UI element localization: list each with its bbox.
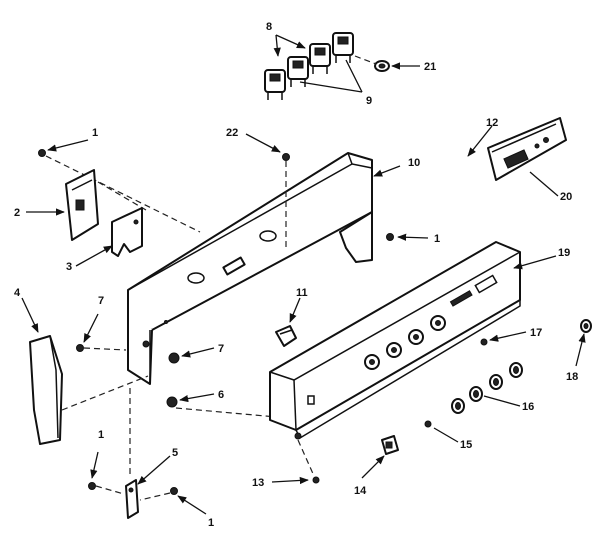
callout-16: 16 [522, 401, 534, 413]
screw-13 [294, 432, 320, 484]
knob-4 [509, 362, 523, 378]
callout-5: 5 [172, 447, 178, 459]
knob-1 [451, 398, 465, 414]
callout-1-top: 1 [92, 127, 98, 139]
callout-15: 15 [460, 439, 472, 451]
screw-7-left [76, 344, 127, 352]
callout-4: 4 [14, 287, 21, 299]
bracket-2 [65, 169, 99, 241]
callout-11: 11 [296, 287, 308, 299]
callout-7-left: 7 [98, 295, 104, 307]
switch-4 [332, 32, 354, 63]
callout-10: 10 [408, 157, 420, 169]
callout-13: 13 [252, 477, 264, 489]
callout-1-bottom-right: 1 [208, 517, 214, 529]
knob-2 [469, 386, 483, 402]
bracket-5 [125, 479, 139, 519]
callout-1-lower-left: 1 [98, 429, 104, 441]
screw-7-right [168, 352, 180, 364]
switch-1 [264, 69, 286, 100]
spacer-21 [354, 55, 390, 72]
bracket-3 [111, 207, 143, 257]
callout-14: 14 [354, 485, 367, 497]
screw-17 [480, 338, 488, 346]
knobs-16 [451, 362, 523, 414]
callout-20: 20 [560, 191, 572, 203]
screw-1-bottom-right [139, 487, 178, 501]
callout-1-mid: 1 [434, 233, 440, 245]
screw-22 [282, 153, 290, 250]
callout-2: 2 [14, 207, 20, 219]
switch-3 [309, 43, 331, 74]
screw-15 [424, 420, 432, 428]
callout-6: 6 [218, 389, 224, 401]
clip-11 [275, 325, 297, 347]
backguard-frame-10 [127, 152, 373, 385]
switch-group [264, 32, 354, 100]
callout-17: 17 [530, 327, 542, 339]
screw-1-lower-left [88, 482, 125, 495]
screw-1-top [38, 149, 201, 233]
knob-3 [489, 374, 503, 390]
callout-12: 12 [486, 117, 498, 129]
callout-22: 22 [226, 127, 238, 139]
callout-19: 19 [558, 247, 570, 259]
callout-8: 8 [266, 21, 272, 33]
part-18 [580, 319, 592, 333]
callout-3: 3 [66, 261, 72, 273]
side-trim-4 [29, 335, 63, 445]
callout-18: 18 [566, 371, 578, 383]
display-board-20 [487, 117, 567, 181]
part-14 [381, 435, 399, 455]
callout-21: 21 [424, 61, 436, 73]
callout-9: 9 [366, 95, 372, 107]
callout-7-right: 7 [218, 343, 224, 355]
screw-1-mid [386, 233, 394, 241]
